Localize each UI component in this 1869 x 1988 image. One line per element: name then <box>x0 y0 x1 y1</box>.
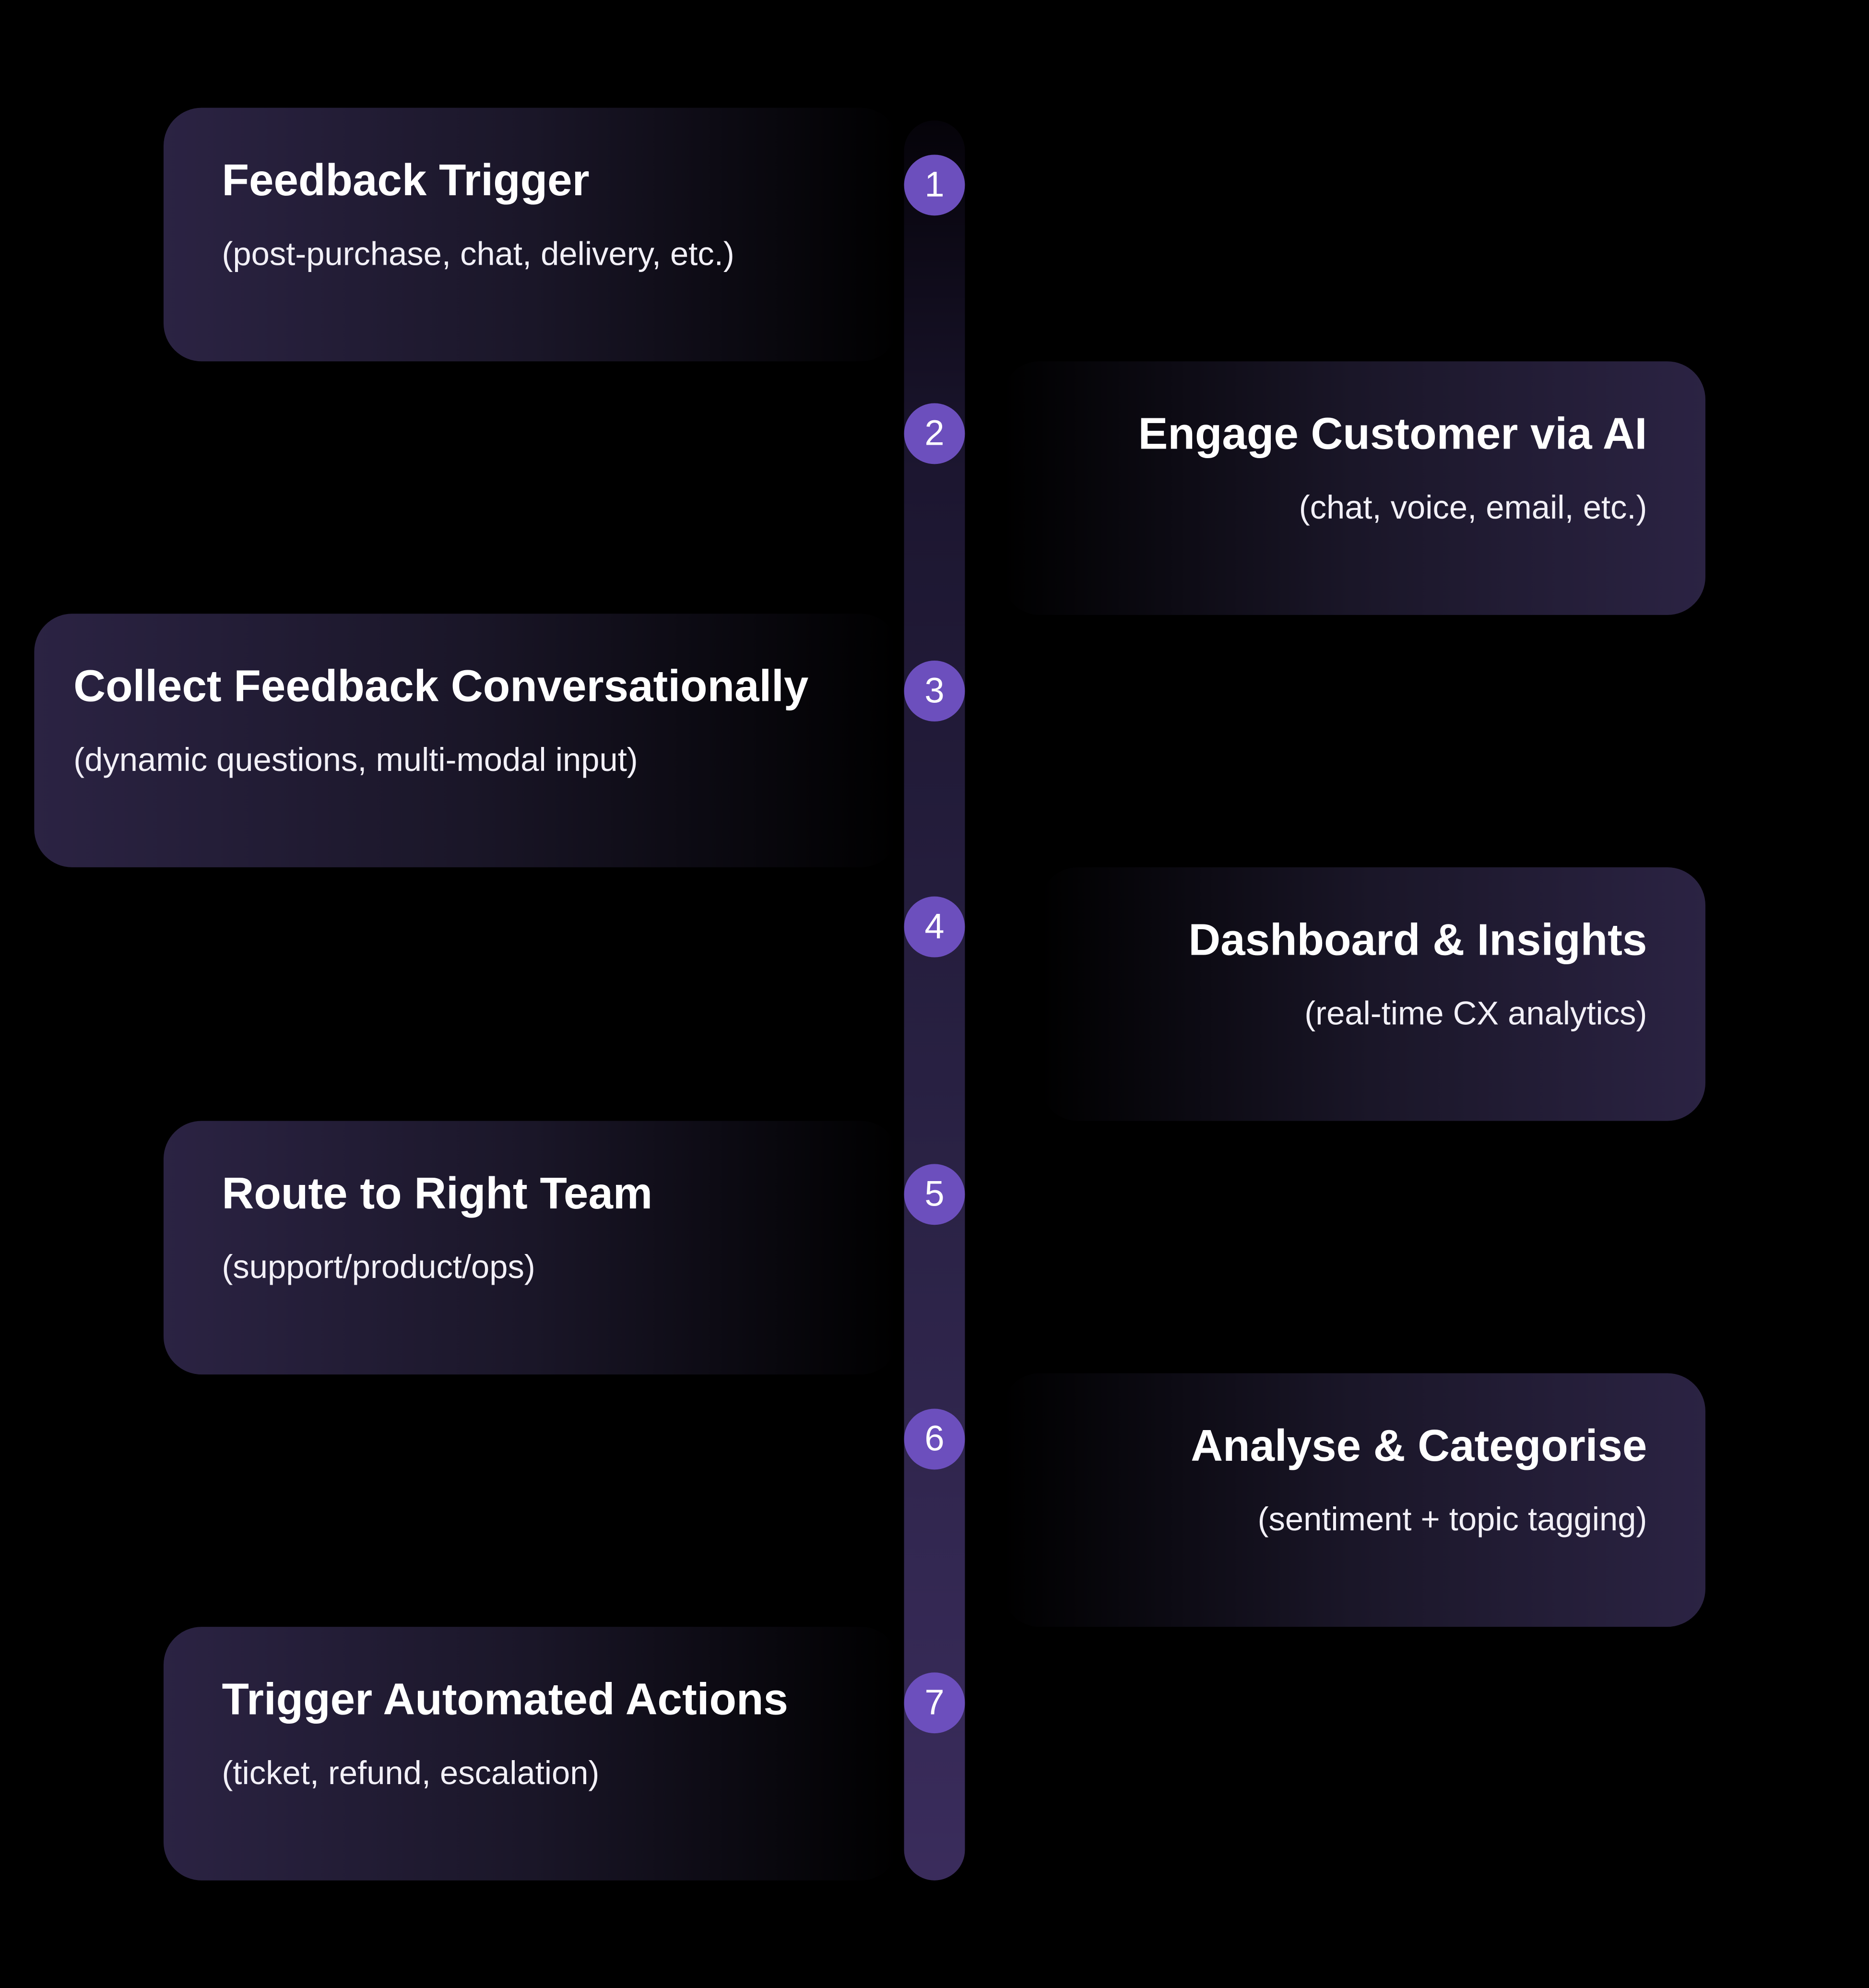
step-title: Engage Customer via AI <box>1138 409 1647 459</box>
step-card-1: Feedback Trigger (post-purchase, chat, d… <box>163 107 899 362</box>
step-number-badge: 2 <box>904 403 965 464</box>
step-card-4: Dashboard & Insights (real-time CX analy… <box>1040 867 1705 1121</box>
step-subtitle: (chat, voice, email, etc.) <box>1299 488 1647 526</box>
step-title: Route to Right Team <box>222 1169 653 1219</box>
step-subtitle: (dynamic questions, multi-modal input) <box>73 740 638 779</box>
timeline-bar <box>904 120 965 1881</box>
step-title: Collect Feedback Conversationally <box>73 662 809 711</box>
step-card-7: Trigger Automated Actions (ticket, refun… <box>163 1627 899 1881</box>
step-subtitle: (post-purchase, chat, delivery, etc.) <box>222 234 734 273</box>
step-subtitle: (ticket, refund, escalation) <box>222 1753 600 1792</box>
step-card-3: Collect Feedback Conversationally (dynam… <box>34 614 899 867</box>
step-subtitle: (sentiment + topic tagging) <box>1257 1500 1647 1538</box>
step-number-badge: 6 <box>904 1408 965 1470</box>
step-card-2: Engage Customer via AI (chat, voice, ema… <box>1002 361 1705 615</box>
step-card-5: Route to Right Team (support/product/ops… <box>163 1121 899 1375</box>
step-title: Feedback Trigger <box>222 156 590 206</box>
step-number-badge: 5 <box>904 1164 965 1225</box>
step-number-badge: 3 <box>904 661 965 722</box>
step-subtitle: (support/product/ops) <box>222 1247 535 1286</box>
step-title: Analyse & Categorise <box>1191 1421 1647 1471</box>
step-number-badge: 4 <box>904 896 965 958</box>
step-title: Trigger Automated Actions <box>222 1675 788 1725</box>
step-card-6: Analyse & Categorise (sentiment + topic … <box>1002 1373 1705 1627</box>
step-number-badge: 7 <box>904 1672 965 1734</box>
step-number-badge: 1 <box>904 154 965 216</box>
step-subtitle: (real-time CX analytics) <box>1304 994 1647 1032</box>
step-title: Dashboard & Insights <box>1188 915 1647 965</box>
